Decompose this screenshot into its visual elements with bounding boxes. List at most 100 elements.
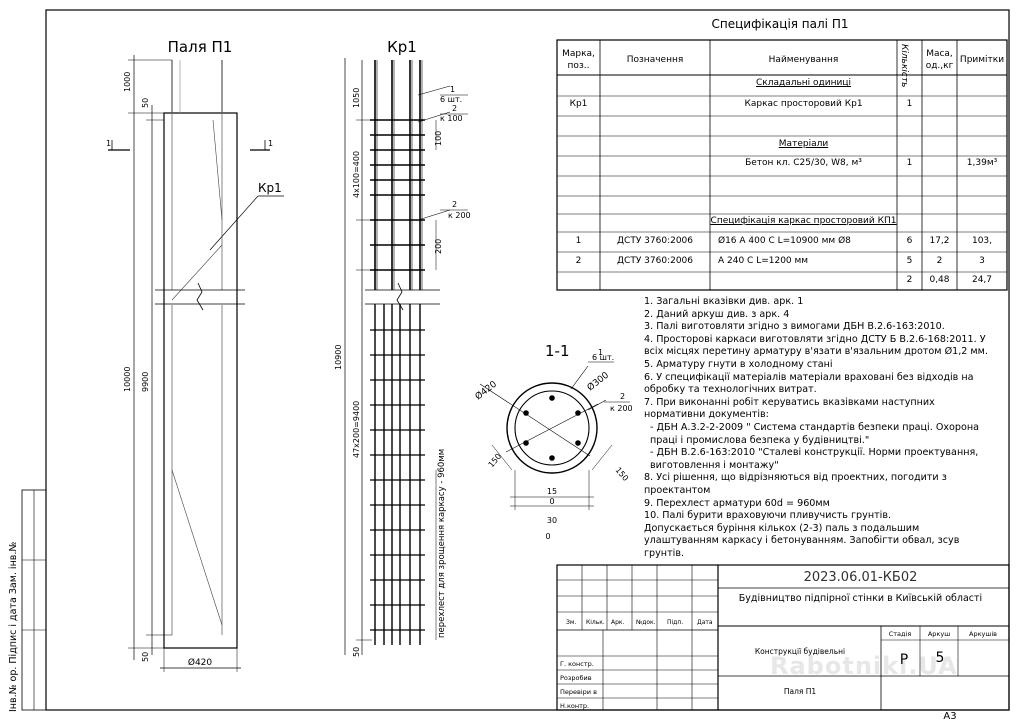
cage-callout-2b-qty: к 200 <box>448 211 471 220</box>
cage-callout-1-qty: 6 шт. <box>440 95 462 104</box>
section-mark-left: 1 <box>106 139 111 148</box>
stamp-col-kilk: Кільк. <box>586 619 605 626</box>
spec-cell-qty: 2 <box>906 275 913 285</box>
section-dim-150-left: 150 <box>487 452 504 469</box>
pile-title: Паля П1 <box>168 38 233 56</box>
spec-cell-mark: Кр1 <box>569 99 588 109</box>
note-line: 6. У специфікації матеріалів матеріали в… <box>644 371 974 396</box>
stamp-project: Будівництво підпірної стінки в Київській… <box>738 593 983 604</box>
spec-cell-name: А 240 С L=1200 мм <box>718 256 809 266</box>
stamp-sheet-label: Аркуш <box>928 630 950 638</box>
spec-cell-note: 103, <box>971 236 993 246</box>
stamp-sheet-name: Паля П1 <box>784 687 817 696</box>
cage-view: Кр1 1050 4х100=400 200 10900 47х200=9400… <box>334 38 471 657</box>
spec-table-grid <box>556 39 1008 291</box>
stamp-stage: Р <box>900 652 908 668</box>
section-callout-1-num: 1 <box>598 348 603 357</box>
stamp-col-pidp: Підп. <box>667 619 683 626</box>
spec-cell-qty: 1 <box>906 99 913 109</box>
note-line: 3. Палі виготовляти згідно з вимогами ДБ… <box>644 321 945 333</box>
pile-dim-top: 1000 <box>123 72 132 92</box>
section-dim-15: 15 <box>547 487 557 496</box>
section-rebar-dot <box>523 440 529 446</box>
section-dim-0a: 0 <box>549 497 554 506</box>
cage-dim-top: 1050 <box>352 88 361 108</box>
spec-title: Специфікація палі П1 <box>711 17 849 31</box>
note-line: 4. Просторові каркаси виготовляти згідно… <box>644 333 988 358</box>
spec-cell-name: Складальні одиниці <box>756 78 851 88</box>
cage-hoops <box>370 119 425 631</box>
section-outer-circle <box>506 382 598 474</box>
cage-callout-2b-num: 2 <box>452 200 457 209</box>
pile-dim-inner: 9900 <box>141 372 150 392</box>
spec-cell-name: Бетон кл. С25/30, W8, м³ <box>745 158 862 168</box>
pile-outline <box>163 112 238 649</box>
section-hoop-circle <box>514 390 590 466</box>
stamp-format: А3 <box>943 711 956 720</box>
note-line: 10. Палі бурити враховуючи пливучисть гр… <box>644 510 892 522</box>
stamp-grid <box>556 564 1010 711</box>
stamp-stage-label: Стадія <box>889 630 912 638</box>
spec-cell-qty: 6 <box>906 236 913 246</box>
cage-dim-mid: 200 <box>434 239 443 254</box>
spec-cell-name: Специфікація каркас просторовий КП1 <box>710 216 897 226</box>
spec-cell-note: 3 <box>979 256 985 266</box>
cage-longitudinal-bars <box>374 60 423 645</box>
spec-cell-name: Матеріали <box>778 139 829 149</box>
cage-title: Кр1 <box>387 38 417 56</box>
stamp-sheets-label: Аркушів <box>969 630 997 638</box>
spec-cell-mass: 17,2 <box>929 236 950 246</box>
section-dim-30: 30 <box>547 516 557 525</box>
section-title: 1-1 <box>545 342 570 360</box>
spec-cell-name: Ø16 А 400 С L=10900 мм Ø8 <box>718 236 851 246</box>
section-rebar-dot <box>549 455 555 461</box>
cage-dim-total: 10900 <box>334 345 343 370</box>
cage-callout-2a-qty: к 100 <box>440 114 463 123</box>
stamp-role-0: Г. констр. <box>560 660 594 668</box>
spec-header-name: Найменування <box>768 55 839 65</box>
note-line: 8. Усі рішення, що відрізняються від про… <box>644 472 947 496</box>
spec-cell-designation: ДСТУ 3760:2006 <box>617 236 693 246</box>
stamp-col-ark: Арк. <box>611 619 625 626</box>
note-line: 2. Даний аркуш див. з арк. 4 <box>644 308 790 320</box>
section-rebar-dot <box>523 410 529 416</box>
note-line: - ДБН А.3.2-2-2009 " Система стандартів … <box>650 421 980 446</box>
section-rebar-dot <box>549 395 555 401</box>
spec-header-qty: Кількість <box>899 44 909 88</box>
sheet-frame <box>45 9 1010 711</box>
watermark: Rabotniki.UA <box>770 652 958 680</box>
section-rebar-dot <box>575 410 581 416</box>
spec-cell-qty: 5 <box>906 256 913 266</box>
section-mark-right: 1 <box>268 139 273 148</box>
spec-cell-mark: 1 <box>575 236 582 246</box>
spec-cell-note: 24,7 <box>971 275 993 285</box>
note-line: - ДБН В.2.6-163:2010 "Сталеві конструкці… <box>650 447 979 471</box>
cage-callout-2a-num: 2 <box>452 104 457 113</box>
cage-callout-1-num: 1 <box>450 85 455 94</box>
pile-dim-diameter: Ø420 <box>188 657 213 668</box>
section-view: 1-1 Ø420 Ø300 1 6 шт. 2 к 200 150 150 15… <box>473 342 633 541</box>
section-callout-1-qty: 6 шт. <box>592 353 614 362</box>
cage-dim-bottom: 50 <box>352 647 361 657</box>
section-d-outer: Ø420 <box>473 379 499 403</box>
spec-cell-designation: ДСТУ 3760:2006 <box>617 256 693 266</box>
spec-cell-mass: 0,48 <box>929 275 950 285</box>
spec-header-mass: Маса, од.,кг <box>925 49 954 71</box>
spec-cell-name: Каркас просторовий Кр1 <box>744 99 863 109</box>
note-line: 5. Арматуру гнути в холодному стані <box>644 358 833 370</box>
pile-view: Паля П1 1 1 Кр1 <box>106 38 284 672</box>
spec-header-designation: Позначення <box>626 55 684 65</box>
stamp-section-name: Конструкції будівельні <box>755 647 845 656</box>
note-line: 1. Загальні вказівки див. арк. 1 <box>644 296 804 307</box>
note-line: 9. Перехлест арматури 60d = 960мм <box>644 497 830 509</box>
section-callout-2-qty: к 200 <box>610 404 633 413</box>
stamp-role-1: Розробив <box>560 674 592 682</box>
spec-cell-note: 1,39м³ <box>966 158 998 168</box>
pile-dim-bottom-cover: 50 <box>141 652 150 662</box>
pile-callout-kr1: Кр1 <box>258 181 282 195</box>
cage-splice-note: перехлест для зрощення каркасу - 960мм <box>437 449 447 638</box>
note-line: Допускається буріння кількох (2-3) паль … <box>644 522 960 559</box>
spec-header-mark: Марка, поз.. <box>562 49 595 71</box>
